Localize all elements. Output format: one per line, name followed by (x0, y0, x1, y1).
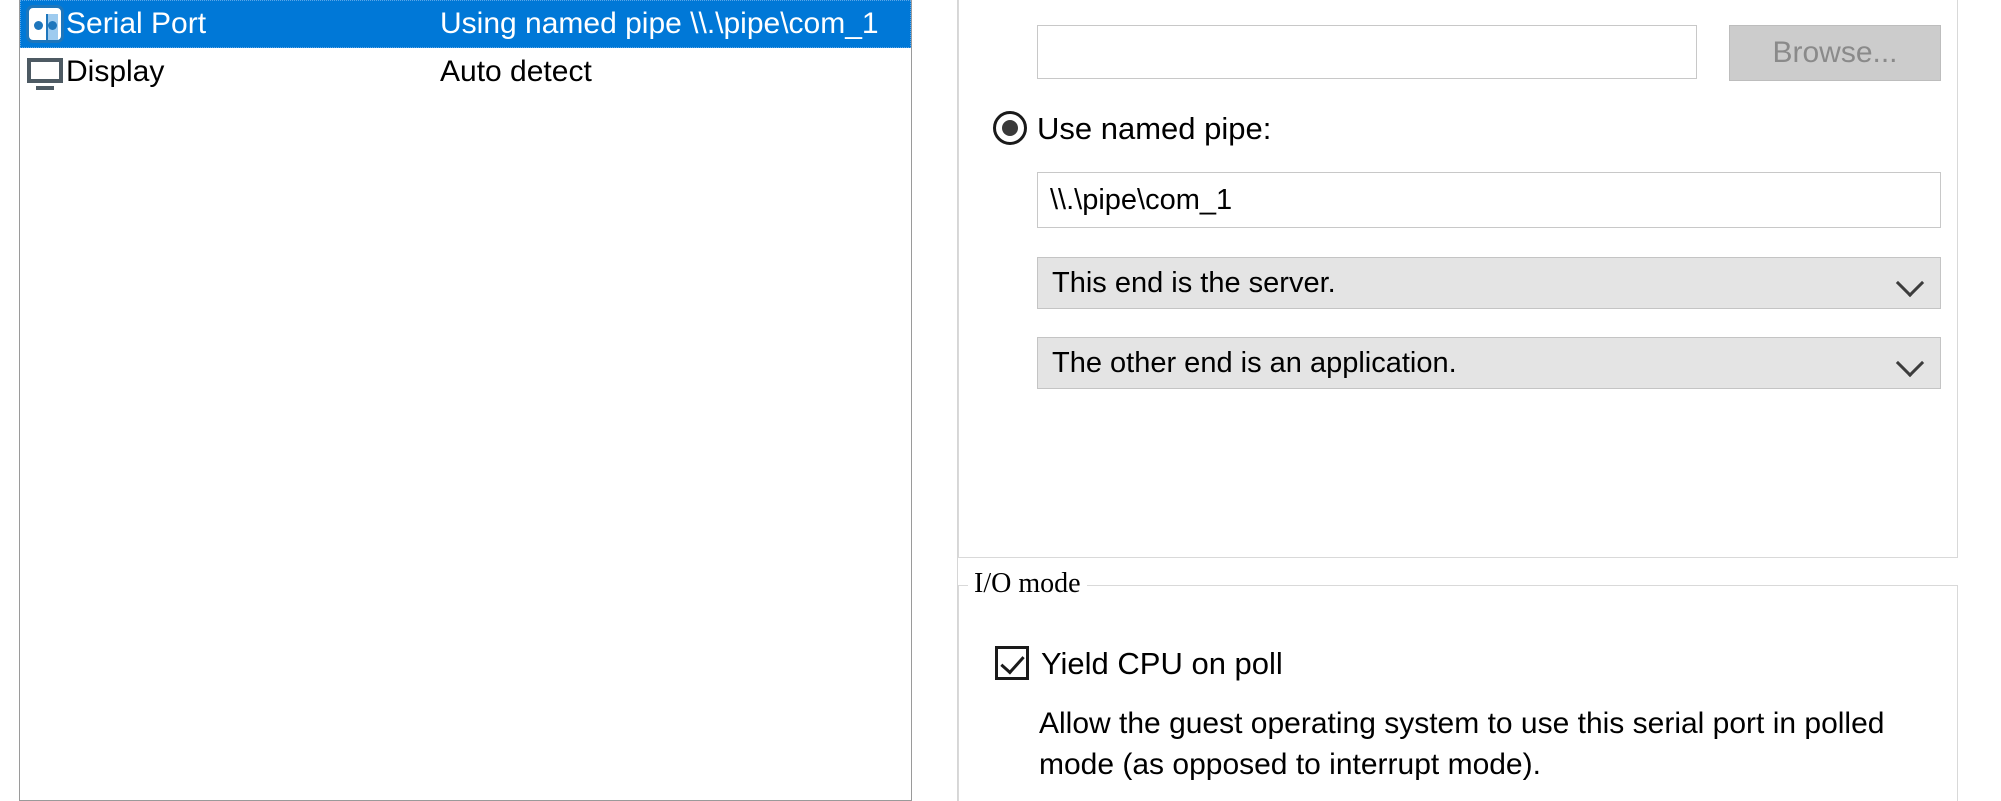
settings-pane: Auto detect Use output file: Browse... U… (958, 0, 2001, 801)
browse-button-label: Browse... (1772, 36, 1898, 69)
use-named-pipe-radio[interactable]: Use named pipe: (993, 111, 1271, 145)
device-label-serial-port: Serial Port (66, 7, 207, 40)
near-end-select[interactable]: This end is the server. (1037, 257, 1941, 309)
yield-cpu-checkbox[interactable]: Yield CPU on poll (995, 646, 1283, 680)
far-end-select[interactable]: The other end is an application. (1037, 337, 1941, 389)
device-list[interactable]: Serial Port Using named pipe \\.\pipe\co… (19, 0, 912, 801)
yield-cpu-label: Yield CPU on poll (1041, 645, 1283, 681)
far-end-select-value: The other end is an application. (1052, 346, 1457, 379)
chevron-down-icon (1896, 348, 1926, 378)
panel-divider (957, 0, 958, 801)
named-pipe-input[interactable]: \\.\pipe\com_1 (1037, 172, 1941, 228)
device-row-display[interactable]: Display Auto detect (20, 48, 911, 96)
near-end-select-value: This end is the server. (1052, 266, 1336, 299)
named-pipe-value: \\.\pipe\com_1 (1050, 183, 1233, 216)
connection-groupbox: Auto detect Use output file: Browse... U… (958, 0, 1958, 558)
use-named-pipe-label: Use named pipe: (1037, 110, 1272, 146)
browse-button[interactable]: Browse... (1729, 25, 1941, 81)
checkbox-indicator-yield-cpu (995, 646, 1029, 680)
device-summary-display: Auto detect (440, 55, 592, 88)
io-mode-title: I/O mode (968, 568, 1087, 600)
output-file-path-input[interactable] (1037, 25, 1697, 79)
io-mode-description: Allow the guest operating system to use … (1039, 707, 1885, 781)
display-icon (26, 53, 64, 91)
device-summary-serial-port: Using named pipe \\.\pipe\com_1 (440, 7, 879, 40)
device-label-display: Display (66, 55, 165, 88)
chevron-down-icon (1896, 268, 1926, 298)
radio-indicator-named-pipe (993, 111, 1027, 145)
device-row-serial-port[interactable]: Serial Port Using named pipe \\.\pipe\co… (20, 0, 911, 48)
serial-port-icon (26, 5, 64, 43)
io-mode-groupbox: I/O mode Yield CPU on poll Allow the gue… (958, 568, 1958, 801)
